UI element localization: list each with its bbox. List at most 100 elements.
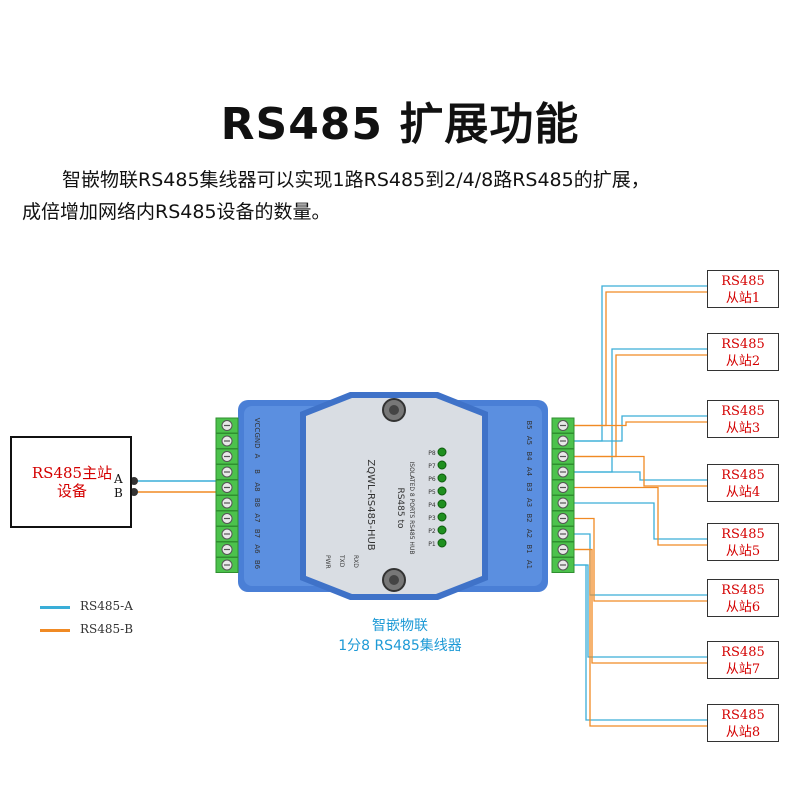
slave-label-line1: RS485: [721, 404, 765, 419]
legend-label-a: RS485-A: [80, 599, 133, 613]
slave-wire-b-4: [574, 455, 707, 487]
slave-label-line1: RS485: [721, 527, 765, 542]
slave-box-3: RS485 从站3: [707, 400, 779, 438]
caption-line-2: 1分8 RS485集线器: [338, 638, 462, 654]
terminal-label: A7: [253, 513, 261, 522]
master-port-a-dot: [130, 477, 138, 485]
slave-label-line2: 从站2: [725, 354, 761, 369]
led-label: P8: [428, 450, 436, 457]
master-port-b-label: B: [114, 486, 123, 500]
legend-line-a: [40, 606, 70, 609]
slave-label-line1: RS485: [721, 645, 765, 660]
slave-wire-a-4: [574, 471, 707, 481]
terminal-label: A5: [525, 436, 533, 445]
led-label: P7: [428, 463, 436, 470]
slave-wire-b-5: [574, 486, 707, 546]
slave-label-line1: RS485: [721, 468, 765, 483]
master-device-box: RS485主站 设备: [10, 436, 132, 528]
terminal-label: A: [253, 454, 261, 459]
slave-wire-a-1: [574, 285, 707, 442]
indicator-label: RXD: [352, 555, 359, 568]
indicators: PWR TXD RXD: [324, 554, 359, 569]
terminal-label: A4: [525, 467, 533, 477]
slave-label-line2: 从站3: [725, 421, 761, 436]
device-subtitle2: ISOLATED 8 PORTS RS485 HUB: [408, 462, 415, 555]
slave-wire-a-3: [574, 415, 707, 442]
slave-label-line2: 从站8: [725, 725, 761, 740]
hub-device: ZQWL-RS485-HUB RS485 to ISOLATED 8 PORTS…: [238, 392, 548, 600]
led-p3: [437, 512, 447, 522]
page-title: RS485 扩展功能: [220, 99, 580, 150]
description: 智嵌物联RS485集线器可以实现1路RS485到2/4/8路RS485的扩展， …: [22, 164, 782, 228]
device-model: ZQWL-RS485-HUB: [365, 459, 376, 550]
led-p4: [437, 499, 447, 509]
legend-label-b: RS485-B: [80, 622, 134, 636]
led-p7: [437, 460, 447, 470]
indicator-label: TXD: [338, 554, 345, 568]
led-p1: [437, 538, 447, 548]
slave-label-line1: RS485: [721, 274, 765, 289]
terminal-label: A2: [525, 529, 533, 538]
slave-box-8: RS485 从站8: [707, 704, 779, 742]
master-port-b-dot: [130, 488, 138, 496]
led-label: P4: [428, 502, 436, 509]
led-p2: [437, 525, 447, 535]
terminal-label: B5: [525, 420, 533, 429]
slave-label-line1: RS485: [721, 708, 765, 723]
slave-wire-b-8: [574, 548, 707, 727]
slave-wire-a-2: [574, 348, 707, 473]
device-caption: 智嵌物联 1分8 RS485集线器: [300, 616, 500, 656]
terminal-label: B: [253, 469, 261, 474]
master-wire-a: [134, 478, 222, 482]
terminal-label: B8: [253, 498, 261, 507]
terminal-label: B2: [525, 513, 533, 522]
description-line-1: 智嵌物联RS485集线器可以实现1路RS485到2/4/8路RS485的扩展，: [62, 169, 650, 191]
terminal-label: VCC: [253, 418, 261, 433]
slave-label-line2: 从站6: [725, 600, 761, 615]
terminal-label: B6: [253, 560, 261, 570]
slave-wire-b-1: [574, 291, 707, 427]
led-label: P2: [428, 528, 436, 535]
master-port-a-label: A: [114, 472, 123, 486]
slave-box-6: RS485 从站6: [707, 579, 779, 617]
description-line-2: 成倍增加网络内RS485设备的数量。: [22, 201, 331, 223]
terminal-label: B7: [253, 529, 261, 538]
terminal-label: A8: [253, 482, 261, 491]
terminal-label: GND: [253, 432, 261, 448]
led-label: P3: [428, 515, 436, 522]
slave-box-5: RS485 从站5: [707, 523, 779, 561]
master-device-label: RS485主站 设备: [31, 464, 113, 500]
terminal-label: B1: [525, 544, 533, 553]
legend-line-b: [40, 629, 70, 632]
led-label: P1: [428, 541, 436, 548]
caption-line-1: 智嵌物联: [372, 618, 428, 634]
led-label: P5: [428, 489, 436, 496]
slave-label-line1: RS485: [721, 337, 765, 352]
slave-label-line2: 从站4: [725, 485, 761, 500]
slave-label-line2: 从站5: [725, 544, 761, 559]
led-label: P6: [428, 476, 436, 483]
slave-box-2: RS485 从站2: [707, 333, 779, 371]
slave-label-line1: RS485: [721, 583, 765, 598]
slave-box-1: RS485 从站1: [707, 270, 779, 308]
terminal-label: A3: [525, 498, 533, 507]
terminal-label: B4: [525, 451, 533, 461]
terminal-label: A6: [253, 544, 261, 554]
slave-label-line2: 从站7: [725, 662, 761, 677]
slave-box-7: RS485 从站7: [707, 641, 779, 679]
indicator-label: PWR: [324, 555, 331, 569]
slave-wire-b-3: [574, 421, 707, 427]
terminal-label: A1: [525, 560, 533, 569]
wires: [134, 285, 707, 727]
terminal-label: B3: [525, 482, 533, 491]
slave-label-line2: 从站1: [725, 291, 761, 306]
slave-wire-a-5: [574, 502, 707, 540]
slave-wire-a-8: [574, 564, 707, 721]
led-p5: [437, 486, 447, 496]
device-subtitle: RS485 to: [395, 487, 405, 529]
hub-label-plate: [306, 398, 482, 594]
